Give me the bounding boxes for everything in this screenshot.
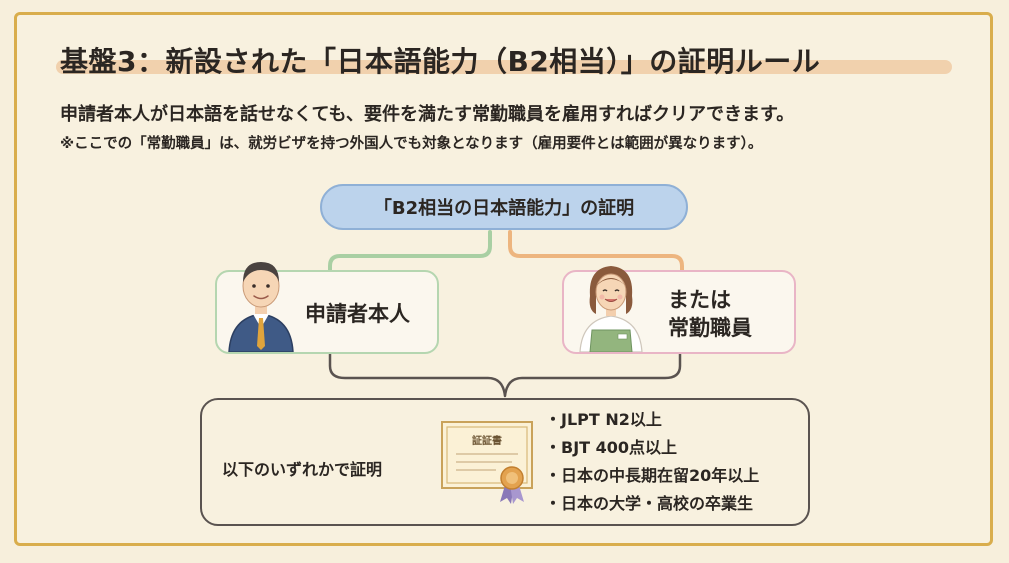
requirement-item: BJT 400点以上 <box>545 434 759 462</box>
certificate-icon: 証証書 <box>440 420 536 510</box>
applicant-box: 申請者本人 <box>215 262 439 354</box>
proof-methods-label: 以下のいずれかで証明 <box>222 460 383 479</box>
certificate-text: 証証書 <box>472 434 502 447</box>
employee-label-line1: または <box>668 288 731 312</box>
requirement-item: 日本の大学・高校の卒業生 <box>545 490 759 518</box>
proof-methods-box: 以下のいずれかで証明 証証書 JLPT N2以上 BJT 400点以上 日本の中… <box>200 398 810 526</box>
requirement-item: JLPT N2以上 <box>545 406 759 434</box>
employee-box: または 常勤職員 <box>562 266 796 354</box>
connector-applicant <box>328 230 492 274</box>
employee-label: または 常勤職員 <box>668 286 752 342</box>
connector-employee <box>508 230 684 274</box>
note-text: ※ここでの「常勤職員」は、就労ビザを持つ外国人でも対象となります（雇用要件とは範… <box>60 136 763 152</box>
requirement-item: 日本の中長期在留20年以上 <box>545 462 759 490</box>
applicant-label: 申請者本人 <box>305 302 410 326</box>
title-highlight <box>56 60 952 74</box>
merge-brace <box>328 352 682 398</box>
staff-woman-avatar-icon <box>576 256 646 356</box>
lead-text: 申請者本人が日本語を話せなくても、要件を満たす常勤職員を雇用すればクリアできます… <box>60 104 795 125</box>
slide-title: 基盤3：新設された「日本語能力（B2相当）」の証明ルール <box>60 45 821 78</box>
employee-label-line2: 常勤職員 <box>668 316 752 340</box>
b2-proof-pill: 「B2相当の日本語能力」の証明 <box>320 184 688 230</box>
b2-proof-label: 「B2相当の日本語能力」の証明 <box>373 198 635 219</box>
businessman-avatar-icon <box>225 248 297 356</box>
requirement-list: JLPT N2以上 BJT 400点以上 日本の中長期在留20年以上 日本の大学… <box>545 406 759 518</box>
